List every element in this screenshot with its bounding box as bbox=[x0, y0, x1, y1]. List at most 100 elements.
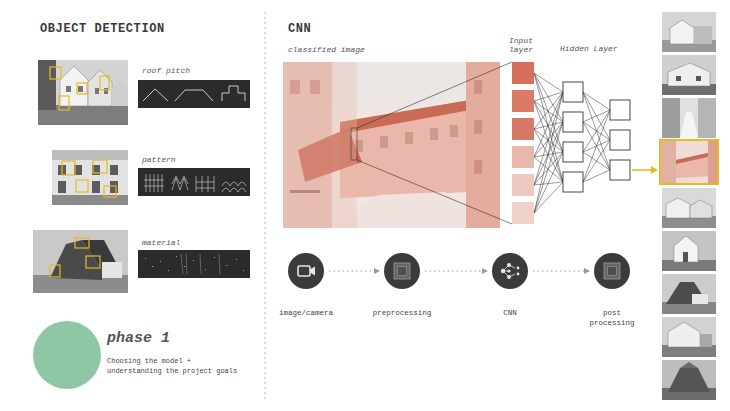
thumbnail-photos-part bbox=[662, 55, 716, 95]
step-icon-part-part bbox=[394, 263, 410, 279]
thumbnail-photos-part bbox=[674, 236, 698, 262]
thumbnail-photos-part bbox=[676, 152, 712, 164]
step-icon-part-part-part bbox=[517, 267, 520, 270]
house-photo-part-part bbox=[50, 67, 61, 79]
pattern-strip-part-part bbox=[144, 174, 164, 192]
roof-pitch-strip-part-part bbox=[143, 89, 168, 101]
house-photo-part bbox=[78, 86, 83, 92]
material-strip-part-part bbox=[160, 261, 161, 262]
thumbnail-photos-part bbox=[676, 76, 681, 81]
roof-pitch-strip-part bbox=[138, 80, 250, 108]
pattern-strip-part-part bbox=[172, 176, 188, 190]
thumbnail-photos-part bbox=[660, 140, 718, 184]
hidden-layer-cells-part bbox=[563, 82, 583, 102]
facade-photo-part-part bbox=[62, 161, 75, 175]
pattern-strip bbox=[138, 168, 250, 196]
network-connections bbox=[534, 73, 610, 213]
thumbnail-photos-part bbox=[670, 20, 694, 44]
pattern-strip-part-part bbox=[196, 176, 214, 192]
step-icon-part-part bbox=[604, 263, 620, 279]
street-photo-part bbox=[430, 128, 438, 140]
step-icon-part-part-part bbox=[517, 273, 520, 276]
step-icon-part-part-part bbox=[507, 269, 510, 272]
pipeline-step: image/camera bbox=[288, 253, 324, 289]
hidden-layer-cells-part bbox=[563, 112, 583, 132]
thumbnail-photos-part bbox=[662, 98, 716, 138]
section-heading: CNN bbox=[288, 22, 311, 36]
thumbnail-photos-part bbox=[662, 360, 716, 400]
thumbnail-photos-part bbox=[662, 12, 716, 52]
facade-photo-part-part bbox=[104, 186, 116, 197]
house-photo-part bbox=[50, 67, 109, 110]
barn-photo-part-part bbox=[75, 238, 89, 248]
facade-photo-part bbox=[58, 181, 66, 193]
step-label: CNN bbox=[470, 308, 550, 318]
thumbnail-photos-part bbox=[662, 188, 716, 228]
thumbnail-photos-part bbox=[696, 76, 701, 81]
result-arrow bbox=[632, 166, 658, 174]
material-strip-part-part bbox=[145, 258, 146, 259]
feature-label: pattern bbox=[142, 155, 176, 164]
street-photo-part bbox=[380, 136, 388, 148]
image-label: classified image bbox=[288, 45, 365, 54]
street-photo-part bbox=[283, 62, 500, 228]
flow-connector bbox=[329, 271, 379, 272]
step-icon-part-part-part bbox=[501, 269, 505, 273]
thumbnail-photos-part bbox=[666, 198, 690, 218]
step-icon-part-part bbox=[608, 267, 617, 276]
zoom-lines-part bbox=[357, 160, 512, 224]
hidden-layer-cells-part bbox=[563, 172, 583, 192]
thumbnail-photos-part bbox=[690, 200, 712, 218]
street-photo-part bbox=[466, 62, 500, 228]
material-strip-part-part bbox=[186, 254, 187, 274]
house-photo-part-part bbox=[100, 76, 109, 90]
pattern-strip-part bbox=[138, 168, 250, 196]
barn-photo-part bbox=[50, 238, 100, 277]
phase-title: phase 1 bbox=[107, 330, 170, 347]
hidden-layer-cells-part bbox=[610, 100, 630, 120]
step-icon bbox=[594, 253, 630, 289]
facade-photo bbox=[52, 150, 128, 205]
section-heading: OBJECT DETECTION bbox=[40, 22, 165, 36]
hidden-layer-cells-part bbox=[563, 142, 583, 162]
house-photo-part-part bbox=[59, 96, 69, 110]
hidden-layer-cells bbox=[563, 82, 630, 192]
thumbnail-photos-part bbox=[700, 334, 712, 347]
input-layer-cells-part bbox=[512, 62, 534, 84]
thumbnail-photos-part bbox=[668, 322, 700, 347]
step-icon bbox=[384, 253, 420, 289]
material-strip-part bbox=[145, 256, 244, 271]
step-icon-part-part bbox=[501, 263, 520, 279]
facade-photo-part bbox=[52, 150, 128, 205]
house-photo-part bbox=[60, 66, 88, 106]
thumbnail-photos-part bbox=[666, 282, 708, 304]
hidden-layer-cells-part bbox=[610, 160, 630, 180]
material-strip-part-part bbox=[214, 257, 215, 258]
material-strip-part-part bbox=[176, 256, 177, 257]
input-layer-cells-part bbox=[512, 174, 534, 196]
house-photo-part bbox=[38, 60, 128, 125]
thumbnail-photos-part bbox=[680, 112, 698, 138]
material-strip-part-part bbox=[200, 254, 201, 274]
barn-photo-part bbox=[33, 230, 128, 293]
thumbnail-photos-part bbox=[668, 63, 710, 86]
material-strip-part-part bbox=[184, 266, 186, 267]
material-strip-part-part bbox=[236, 259, 237, 260]
material-strip-part bbox=[181, 254, 220, 274]
material-strip-part bbox=[138, 250, 250, 278]
roof-pitch-strip-part bbox=[143, 86, 245, 101]
material-strip-part-part bbox=[193, 260, 194, 261]
zoom-lines-part bbox=[357, 62, 512, 128]
feature-label: material bbox=[142, 238, 180, 247]
house-photo bbox=[38, 60, 128, 125]
step-label: image/camera bbox=[266, 308, 346, 318]
step-label: preprocessing bbox=[362, 308, 442, 318]
house-photo-part bbox=[66, 86, 71, 92]
material-strip bbox=[138, 250, 250, 278]
thumbnail-photos-part bbox=[683, 252, 688, 262]
step-icon-part bbox=[384, 253, 420, 289]
house-photo-part-part bbox=[77, 83, 87, 94]
material-strip-part-part bbox=[168, 270, 169, 271]
